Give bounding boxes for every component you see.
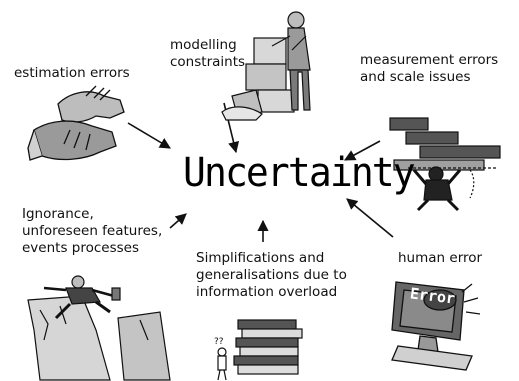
boxes-man-clipart	[221, 11, 311, 121]
svg-text:??: ??	[214, 337, 224, 347]
arrow-human-error	[346, 198, 394, 238]
uncertainty-title: Uncertainty	[183, 150, 416, 196]
monitor-clipart	[391, 281, 481, 371]
label-ignorance: Ignorance, unforeseen features, events p…	[22, 206, 163, 256]
label-estimation-errors: estimation errors	[14, 65, 130, 81]
label-modelling-constraints: modelling constraints	[170, 37, 246, 70]
measurement-clipart	[389, 117, 501, 212]
books-clipart: ??	[214, 319, 303, 381]
label-human-error: human error	[398, 250, 483, 266]
arrow-measurement	[344, 140, 381, 161]
leaping-man-clipart	[27, 275, 171, 381]
arrow-ignorance	[169, 213, 187, 229]
label-simplifications: Simplifications and generalisations due …	[196, 250, 347, 300]
label-measurement-errors: measurement errors and scale issues	[360, 52, 499, 85]
hands-clipart	[27, 85, 125, 161]
arrow-estimation	[127, 122, 171, 149]
